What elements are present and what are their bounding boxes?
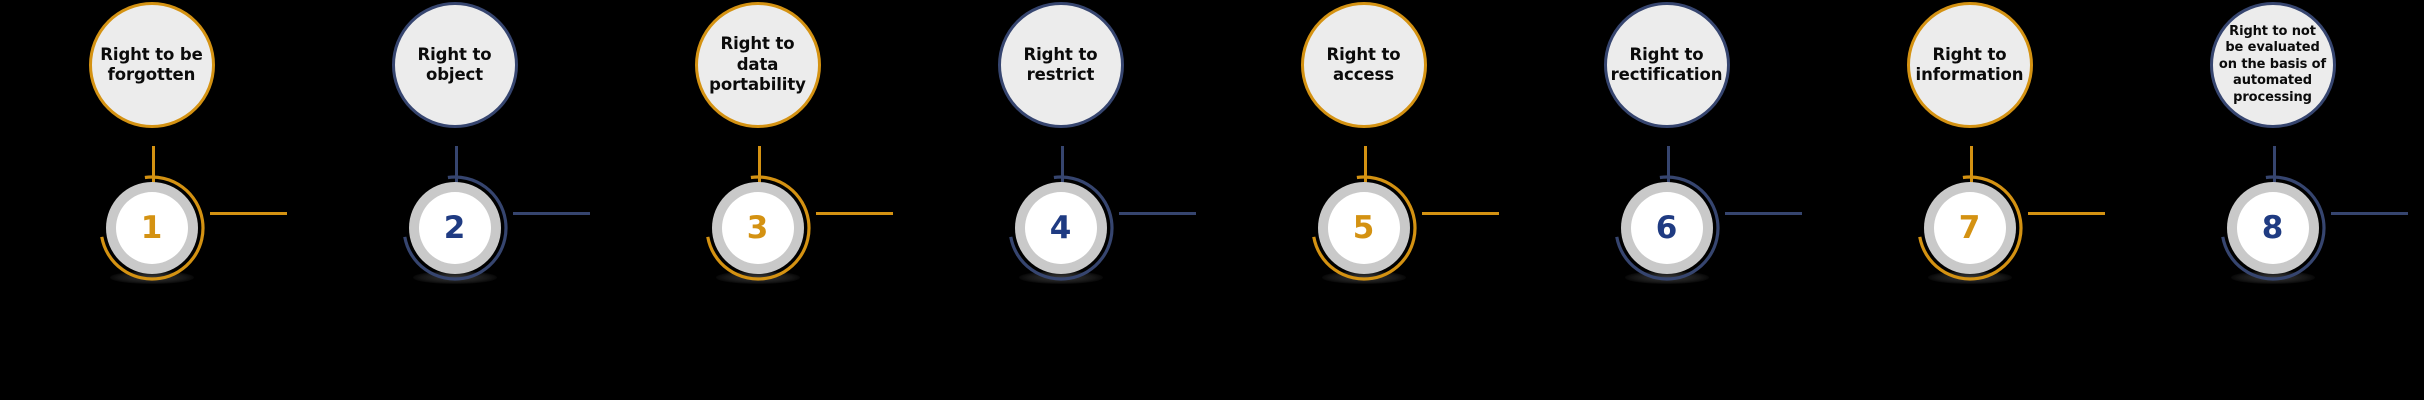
process-step-5[interactable]: Right to access 5 — [1212, 0, 1515, 400]
node-disc-7: 7 — [1933, 192, 2006, 264]
connector-horizontal-8 — [2330, 212, 2408, 215]
node-disc-8: 8 — [2236, 192, 2309, 264]
step-label-4: Right to restrict — [1023, 44, 1098, 84]
node-disc-2: 2 — [418, 192, 491, 264]
process-step-1[interactable]: Right to be forgotten 1 — [0, 0, 303, 400]
step-node-7[interactable]: 7 — [1917, 175, 2023, 284]
connector-vertical-1 — [151, 146, 155, 212]
step-node-1[interactable]: 1 — [99, 175, 205, 284]
node-arc-3 — [705, 175, 811, 281]
connector-vertical-3 — [757, 146, 761, 212]
step-bubble-5[interactable]: Right to access — [1300, 2, 1427, 128]
node-disc-6: 6 — [1630, 192, 1703, 264]
step-number-5: 5 — [1352, 209, 1375, 246]
node-arc-4 — [1008, 175, 1114, 281]
connector-horizontal-6 — [1724, 212, 1802, 215]
connector-vertical-5 — [1363, 146, 1367, 212]
step-number-7: 7 — [1958, 209, 1981, 246]
node-disc-5: 5 — [1327, 192, 1400, 264]
connector-vertical-7 — [1969, 146, 1973, 212]
step-label-7: Right to information — [1915, 44, 2024, 84]
process-step-6[interactable]: Right to rectification 6 — [1515, 0, 1818, 400]
connector-horizontal-3 — [815, 212, 893, 215]
step-label-2: Right to object — [417, 44, 492, 84]
node-disc-3: 3 — [721, 192, 794, 264]
step-node-6[interactable]: 6 — [1614, 175, 1720, 284]
node-arc-1 — [99, 175, 205, 281]
step-label-3: Right to data portability — [709, 34, 806, 95]
node-disc-1: 1 — [115, 192, 188, 264]
process-step-3[interactable]: Right to data portability 3 — [606, 0, 909, 400]
connector-horizontal-7 — [2027, 212, 2105, 215]
step-number-1: 1 — [140, 209, 163, 246]
node-disc-4: 4 — [1024, 192, 1097, 264]
node-arc-8 — [2220, 175, 2326, 281]
process-step-8[interactable]: Right to not be evaluated on the basis o… — [2121, 0, 2424, 400]
step-node-5[interactable]: 5 — [1311, 175, 1417, 284]
node-arc-6 — [1614, 175, 1720, 281]
connector-horizontal-1 — [209, 212, 287, 215]
connector-horizontal-2 — [512, 212, 590, 215]
step-label-8: Right to not be evaluated on the basis o… — [2218, 24, 2327, 105]
step-number-6: 6 — [1655, 209, 1678, 246]
step-node-8[interactable]: 8 — [2220, 175, 2326, 284]
step-node-2[interactable]: 2 — [402, 175, 508, 284]
connector-vertical-6 — [1666, 146, 1670, 212]
step-node-3[interactable]: 3 — [705, 175, 811, 284]
step-bubble-2[interactable]: Right to object — [391, 2, 518, 128]
node-arc-5 — [1311, 175, 1417, 281]
step-bubble-1[interactable]: Right to be forgotten — [88, 2, 215, 128]
step-number-3: 3 — [746, 209, 769, 246]
connector-horizontal-4 — [1118, 212, 1196, 215]
step-bubble-4[interactable]: Right to restrict — [997, 2, 1124, 128]
step-number-4: 4 — [1049, 209, 1072, 246]
process-step-2[interactable]: Right to object 2 — [303, 0, 606, 400]
step-label-5: Right to access — [1326, 44, 1401, 84]
step-number-2: 2 — [443, 209, 466, 246]
process-step-4[interactable]: Right to restrict 4 — [909, 0, 1212, 400]
step-number-8: 8 — [2261, 209, 2284, 246]
step-bubble-7[interactable]: Right to information — [1906, 2, 2033, 128]
step-label-1: Right to be forgotten — [100, 44, 203, 84]
connector-vertical-4 — [1060, 146, 1064, 212]
node-arc-2 — [402, 175, 508, 281]
step-bubble-8[interactable]: Right to not be evaluated on the basis o… — [2209, 2, 2336, 128]
process-step-7[interactable]: Right to information 7 — [1818, 0, 2121, 400]
step-bubble-3[interactable]: Right to data portability — [694, 2, 821, 128]
connector-horizontal-5 — [1421, 212, 1499, 215]
connector-vertical-8 — [2272, 146, 2276, 212]
connector-vertical-2 — [454, 146, 458, 212]
step-bubble-6[interactable]: Right to rectification — [1603, 2, 1730, 128]
node-arc-7 — [1917, 175, 2023, 281]
step-node-4[interactable]: 4 — [1008, 175, 1114, 284]
step-label-6: Right to rectification — [1610, 44, 1723, 84]
